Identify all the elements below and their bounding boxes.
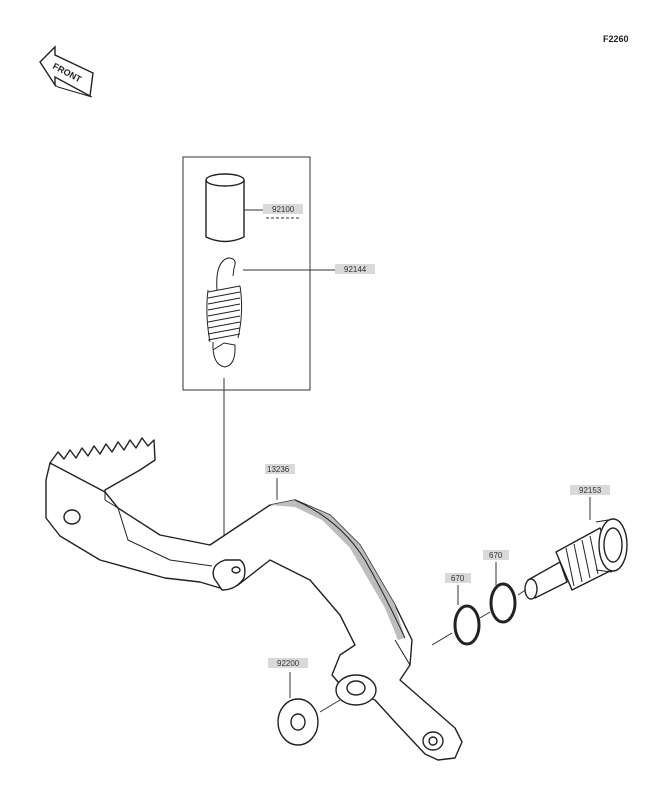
o-ring-670-left — [453, 604, 481, 646]
label-13236-text: 13236 — [267, 465, 290, 474]
label-92144: 92144 — [335, 264, 375, 274]
label-92200: 92200 — [268, 658, 308, 668]
label-92153: 92153 — [570, 485, 610, 495]
label-670-left-text: 670 — [451, 574, 465, 583]
return-spring — [206, 257, 243, 368]
front-arrow-icon: FRONT — [39, 45, 94, 98]
brake-pedal-13236 — [45, 437, 463, 761]
pivot-shaft-92153 — [524, 518, 628, 600]
label-92153-text: 92153 — [579, 486, 602, 495]
label-13236: 13236 — [265, 464, 295, 474]
figure-code: F2260 — [603, 34, 629, 44]
washer-92200 — [277, 698, 319, 746]
label-92100-text: 92100 — [272, 205, 295, 214]
label-92144-text: 92144 — [344, 265, 367, 274]
label-92200-text: 92200 — [277, 659, 300, 668]
label-670-left: 670 — [445, 573, 471, 583]
label-92100: 92100 — [263, 204, 303, 214]
label-670-right-text: 670 — [489, 551, 503, 560]
o-ring-670-right — [489, 582, 517, 624]
label-670-right: 670 — [483, 550, 509, 560]
collar-92100 — [205, 173, 245, 243]
kit-box — [182, 156, 311, 391]
